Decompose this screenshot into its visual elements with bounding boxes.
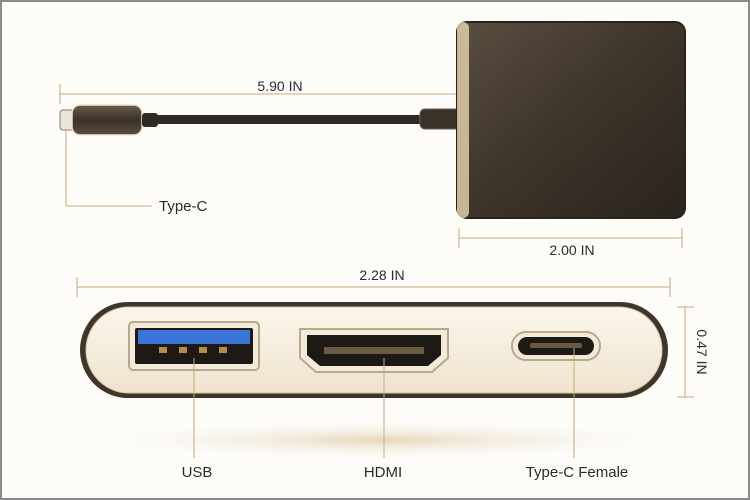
hub-top-view xyxy=(456,21,686,219)
hub-width-label: 2.28 IN xyxy=(359,267,405,283)
type-c-female-port xyxy=(511,331,601,361)
cable xyxy=(152,108,466,130)
hub-height-label: 0.47 IN xyxy=(694,329,710,375)
usb-label: USB xyxy=(181,464,213,481)
hub-height-dimension xyxy=(677,306,694,398)
hub-depth-label: 2.00 IN xyxy=(549,242,595,258)
hdmi-label: HDMI xyxy=(363,464,403,481)
cable-length-label: 5.90 IN xyxy=(257,78,303,94)
usb-port xyxy=(128,321,260,371)
type-c-plug xyxy=(59,104,158,136)
type-c-label: Type-C xyxy=(159,198,208,215)
hub-depth-dimension xyxy=(458,228,683,248)
hub-shadow xyxy=(62,420,702,460)
type-c-leader xyxy=(65,130,152,207)
cable-length-dimension xyxy=(59,84,457,104)
type-c-female-label: Type-C Female xyxy=(525,464,629,481)
hub-width-dimension xyxy=(76,277,671,297)
hdmi-port xyxy=(299,328,449,373)
port-leaders xyxy=(193,348,575,458)
